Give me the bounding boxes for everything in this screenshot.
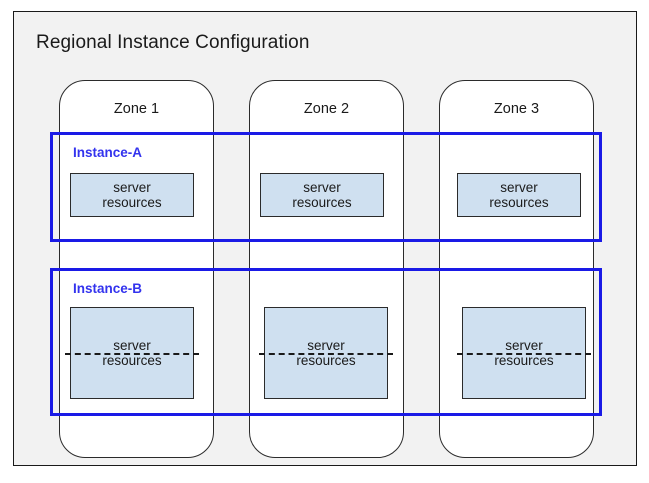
zone-label-1: Zone 1 [113, 101, 160, 117]
resource-line-2: resources [102, 195, 162, 210]
resource-line-1: server [113, 338, 151, 353]
resource-line-2: resources [494, 353, 554, 368]
resource-line-1: server [307, 338, 345, 353]
resource-line-1: server [505, 338, 543, 353]
instance-label-b: Instance-B [73, 281, 143, 296]
resource-box-a3[interactable]: server resources [457, 173, 581, 217]
instance-band-a[interactable]: Instance-A [50, 132, 602, 242]
resource-line-1: server [500, 180, 538, 195]
resource-line-1: server [303, 180, 341, 195]
page-title: Regional Instance Configuration [36, 32, 310, 53]
resource-line-2: resources [292, 195, 352, 210]
resource-line-2: resources [489, 195, 549, 210]
dashed-divider-icon [259, 353, 393, 355]
resource-box-b2[interactable]: server resources [259, 307, 393, 399]
dashed-divider-icon [457, 353, 591, 355]
resource-box-b1[interactable]: server resources [65, 307, 199, 399]
resource-box-b3[interactable]: server resources [457, 307, 591, 399]
instance-label-a: Instance-A [73, 145, 143, 160]
resource-line-2: resources [296, 353, 356, 368]
region-frame: Regional Instance Configuration Zone 1 Z… [13, 11, 637, 466]
instance-band-b[interactable]: Instance-B [50, 268, 602, 416]
resource-line-2: resources [102, 353, 162, 368]
resource-box-a2[interactable]: server resources [260, 173, 384, 217]
zone-label-2: Zone 2 [303, 101, 350, 117]
zone-label-3: Zone 3 [493, 101, 540, 117]
dashed-divider-icon [65, 353, 199, 355]
resource-line-1: server [113, 180, 151, 195]
resource-box-a1[interactable]: server resources [70, 173, 194, 217]
